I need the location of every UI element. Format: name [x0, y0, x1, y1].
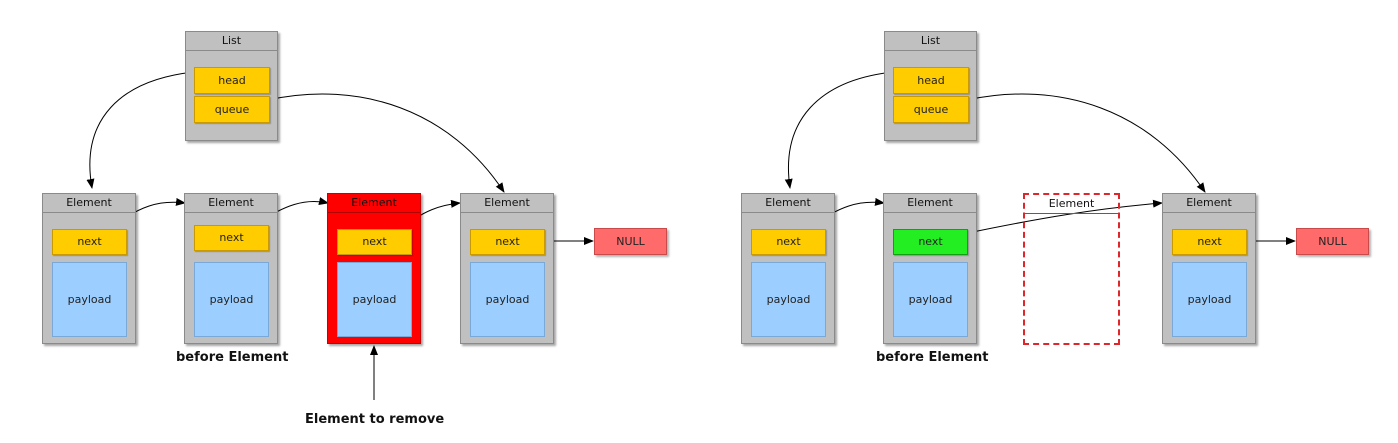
payload-field: payload — [52, 262, 127, 337]
next-field: next — [751, 229, 826, 255]
payload-field: payload — [194, 262, 269, 337]
element-box-4: Element next payload — [460, 193, 554, 344]
list-box-right: List head queue — [884, 31, 977, 141]
next-field: next — [194, 225, 269, 251]
list-box: List head queue — [185, 31, 278, 141]
payload-field: payload — [1172, 262, 1247, 337]
arrow-queue-to-last-right — [966, 93, 1206, 193]
next-field: next — [337, 229, 412, 255]
head-field: head — [194, 67, 270, 94]
next-field: next — [470, 229, 545, 255]
payload-field: payload — [337, 262, 412, 337]
before-element-caption: before Element — [176, 350, 289, 365]
payload-field: payload — [751, 262, 826, 337]
list-title: List — [885, 32, 976, 51]
element-title: Element — [43, 194, 135, 213]
queue-field: queue — [194, 96, 270, 123]
element-title: Element — [1163, 194, 1255, 213]
list-title: List — [186, 32, 277, 51]
head-field: head — [893, 67, 969, 94]
removed-element-outline: Element — [1023, 193, 1120, 345]
element-box-4-right: Element next payload — [1162, 193, 1256, 344]
element-title: Element — [461, 194, 553, 213]
arrow-head-to-first-right — [784, 71, 894, 189]
element-box-1-right: Element next payload — [741, 193, 835, 344]
element-title: Element — [328, 194, 420, 213]
payload-field: payload — [893, 262, 968, 337]
element-title: Element — [884, 194, 976, 213]
payload-field: payload — [470, 262, 545, 337]
element-box-1: Element next payload — [42, 193, 136, 344]
element-box-2-right: Element next payload — [883, 193, 977, 344]
element-to-remove-caption: Element to remove — [305, 412, 445, 427]
arrow-head-to-first — [86, 71, 195, 189]
arrow-queue-to-last — [267, 93, 505, 193]
element-box-2: Element next payload — [184, 193, 278, 344]
next-field: next — [1172, 229, 1247, 255]
element-title: Element — [1025, 195, 1118, 214]
null-box-right: NULL — [1296, 228, 1369, 255]
next-field: next — [52, 229, 127, 255]
element-title: Element — [185, 194, 277, 213]
queue-field: queue — [893, 96, 969, 123]
arrow-next-2-to-4-right — [967, 199, 1163, 234]
null-box: NULL — [594, 228, 667, 255]
next-field-relinked: next — [893, 229, 968, 255]
before-element-caption-right: before Element — [876, 350, 989, 365]
element-title: Element — [742, 194, 834, 213]
element-box-removed: Element next payload — [327, 193, 421, 344]
